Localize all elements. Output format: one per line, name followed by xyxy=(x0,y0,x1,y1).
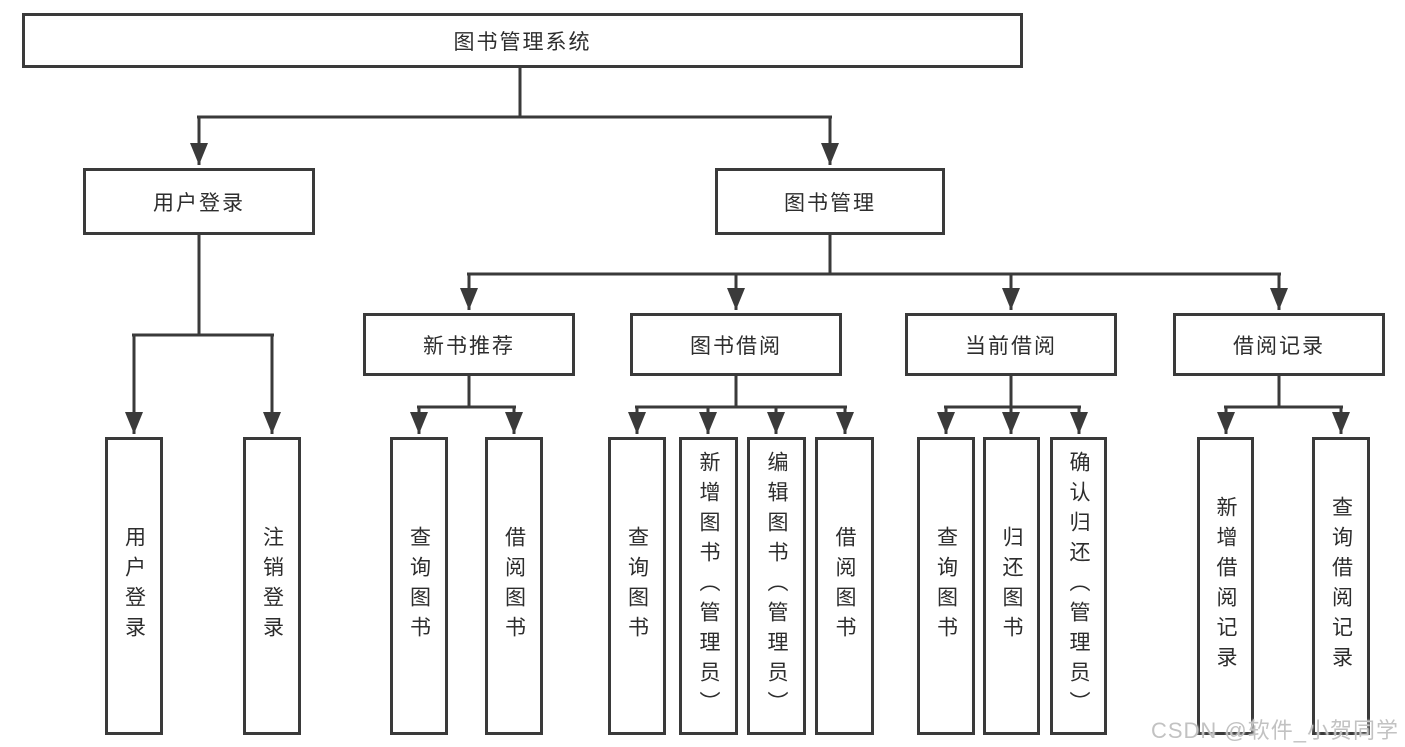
leaf-confirm-return-admin-label: 确认归还（管理员） xyxy=(1067,451,1090,721)
leaf-add-books-admin-label: 新增图书（管理员） xyxy=(697,451,720,721)
leaf-query-books-3-label: 查询图书 xyxy=(934,526,958,646)
node-book-borrowing-label: 图书借阅 xyxy=(690,334,782,358)
node-root-library-system: 图书管理系统 xyxy=(22,13,1023,68)
leaf-logout-label: 注销登录 xyxy=(260,526,284,646)
node-borrowing-records: 借阅记录 xyxy=(1173,313,1385,376)
leaf-borrow-books-2: 借阅图书 xyxy=(815,437,874,735)
leaf-return-books: 归还图书 xyxy=(983,437,1040,735)
leaf-user-login-label: 用户登录 xyxy=(122,526,146,646)
leaf-borrow-books-1: 借阅图书 xyxy=(485,437,543,735)
node-user-login: 用户登录 xyxy=(83,168,315,235)
leaf-borrow-books-1-label: 借阅图书 xyxy=(502,526,526,646)
leaf-return-books-label: 归还图书 xyxy=(1000,526,1023,646)
node-new-book-recommend-label: 新书推荐 xyxy=(423,334,515,358)
leaf-add-borrow-record: 新增借阅记录 xyxy=(1197,437,1254,735)
node-user-login-label: 用户登录 xyxy=(153,191,245,215)
leaf-logout: 注销登录 xyxy=(243,437,301,735)
leaf-add-books-admin: 新增图书（管理员） xyxy=(679,437,738,735)
node-borrowing-records-label: 借阅记录 xyxy=(1233,334,1325,358)
node-new-book-recommend: 新书推荐 xyxy=(363,313,575,376)
leaf-query-books-2-label: 查询图书 xyxy=(625,526,649,646)
leaf-edit-books-admin-label: 编辑图书（管理员） xyxy=(765,451,788,721)
node-root-label: 图书管理系统 xyxy=(453,30,592,54)
node-book-borrowing: 图书借阅 xyxy=(630,313,842,376)
leaf-query-books-1: 查询图书 xyxy=(390,437,448,735)
leaf-add-borrow-record-label: 新增借阅记录 xyxy=(1214,496,1237,676)
leaf-edit-books-admin: 编辑图书（管理员） xyxy=(747,437,806,735)
leaf-query-books-1-label: 查询图书 xyxy=(407,526,431,646)
leaf-query-borrow-record-label: 查询借阅记录 xyxy=(1329,496,1353,676)
node-current-borrowing: 当前借阅 xyxy=(905,313,1117,376)
leaf-query-books-2: 查询图书 xyxy=(608,437,666,735)
leaf-confirm-return-admin: 确认归还（管理员） xyxy=(1050,437,1107,735)
node-book-management: 图书管理 xyxy=(715,168,945,235)
node-book-management-label: 图书管理 xyxy=(784,191,876,215)
csdn-watermark: CSDN @软件_小贺同学 xyxy=(1150,718,1399,743)
leaf-user-login: 用户登录 xyxy=(105,437,163,735)
node-current-borrowing-label: 当前借阅 xyxy=(965,334,1057,358)
leaf-borrow-books-2-label: 借阅图书 xyxy=(833,526,856,646)
leaf-query-borrow-record: 查询借阅记录 xyxy=(1312,437,1370,735)
leaf-query-books-3: 查询图书 xyxy=(917,437,975,735)
